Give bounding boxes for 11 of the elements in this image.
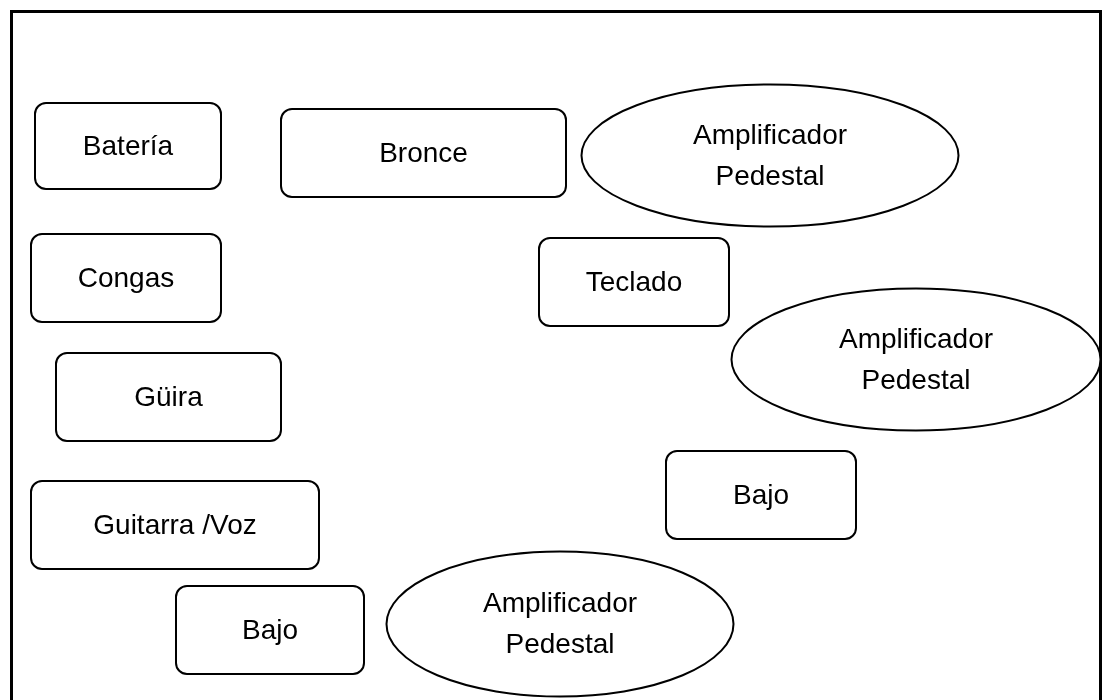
instrument-box: Congas bbox=[30, 233, 222, 323]
instrument-box: Guitarra /Voz bbox=[30, 480, 320, 570]
instrument-box: Bronce bbox=[280, 108, 567, 198]
instrument-box: Güira bbox=[55, 352, 282, 442]
amplifier-ellipse: Amplificador Pedestal bbox=[385, 550, 735, 698]
instrument-box: Bajo bbox=[175, 585, 365, 675]
instrument-box: Batería bbox=[34, 102, 222, 190]
instrument-box: Bajo bbox=[665, 450, 857, 540]
instrument-box: Teclado bbox=[538, 237, 730, 327]
amplifier-ellipse: Amplificador Pedestal bbox=[580, 83, 960, 228]
amplifier-ellipse: Amplificador Pedestal bbox=[730, 287, 1102, 432]
